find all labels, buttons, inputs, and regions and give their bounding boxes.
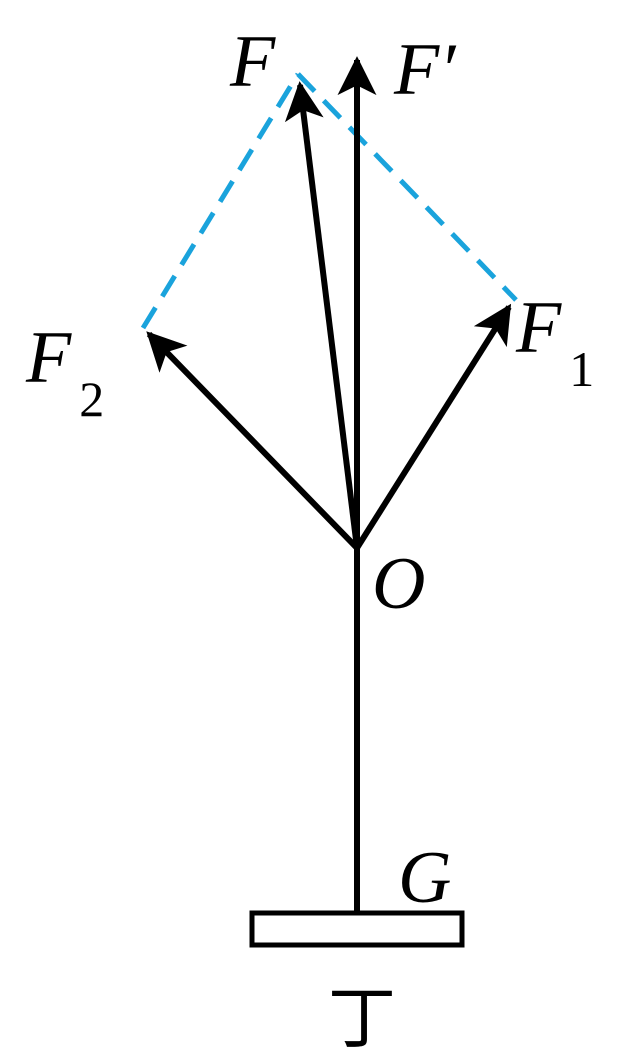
label-f2-subscript: 2 [79,371,104,427]
arrow-f2 [146,331,360,551]
label-f-prime: F′ [393,29,457,111]
weight-block [249,910,465,948]
label-o: O [372,543,425,625]
label-g: G [398,837,451,919]
label-f1-subscript: 1 [569,341,594,397]
label-ding: 丁 [328,981,396,1057]
label-f1-main: F [515,287,562,369]
arrow-f1 [354,303,512,550]
dashed-line-f2-to-f [140,72,301,330]
label-f1: F 1 [515,287,594,397]
arrow-f [284,81,360,549]
label-f: F [229,21,276,103]
label-f2-main: F [25,317,72,399]
label-f2: F 2 [25,317,104,427]
dashed-line-f-to-f1 [296,72,518,302]
